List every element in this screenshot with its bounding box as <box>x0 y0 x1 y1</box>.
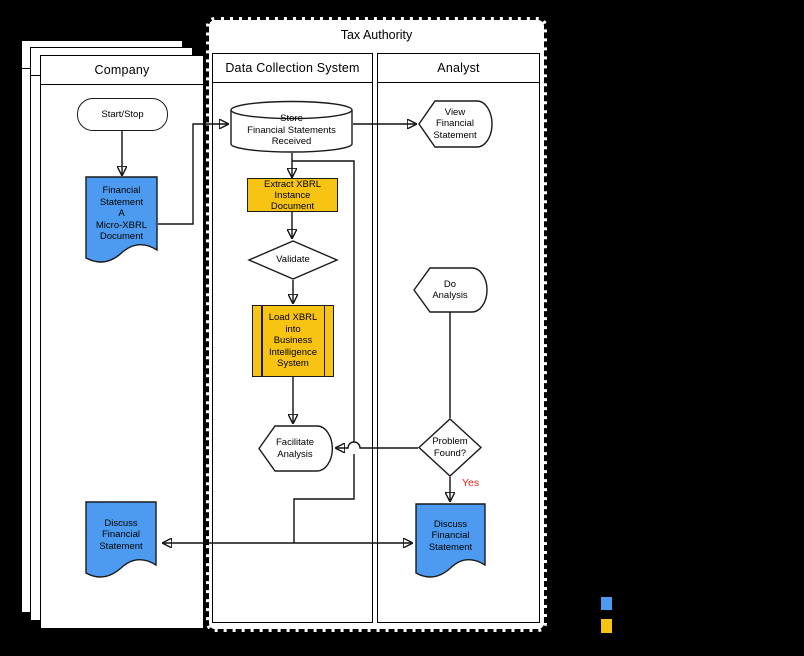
extract-label: Extract XBRL Instance Document <box>263 178 322 212</box>
load-node: Load XBRL into Business Intelligence Sys… <box>252 305 334 377</box>
tax-authority-title: Tax Authority <box>340 28 413 42</box>
yes-branch-label: Yes <box>462 477 480 489</box>
lane-analyst-header: Analyst <box>378 54 539 83</box>
discuss-company-label: Discuss Financial Statement <box>99 517 143 552</box>
lane-dcs-header: Data Collection System <box>213 54 372 83</box>
do-analysis-label: Do Analysis <box>432 278 468 302</box>
decision-diamond-shape <box>417 418 483 477</box>
display-shape <box>418 100 493 148</box>
legend-blue-swatch <box>601 597 612 610</box>
document-shape <box>85 176 158 263</box>
financial-statement-node: Financial Statement A Micro-XBRL Documen… <box>85 176 158 266</box>
do-analysis-node: Do Analysis <box>413 267 488 313</box>
start-stop-node: Start/Stop <box>77 98 168 131</box>
database-cylinder-shape <box>230 100 353 153</box>
problem-found-node: Problem Found? <box>417 418 483 477</box>
facilitate-label: Facilitate Analysis <box>275 437 314 460</box>
financial-statement-label: Financial Statement A Micro-XBRL Documen… <box>95 185 148 243</box>
validate-node: Validate <box>247 240 339 280</box>
document-shape <box>415 503 486 578</box>
predefined-process-bar <box>261 306 263 376</box>
view-node: View Financial Statement <box>418 100 493 148</box>
discuss-company-node: Discuss Financial Statement <box>85 501 157 581</box>
document-shape <box>85 501 157 578</box>
store-node: Store Financial Statements Received <box>230 100 353 153</box>
discuss-analyst-label: Discuss Financial Statement <box>428 518 473 553</box>
legend-yellow-swatch <box>601 619 612 633</box>
view-label: View Financial Statement <box>433 106 477 141</box>
store-label: Store Financial Statements Received <box>247 113 336 148</box>
start-stop-label: Start/Stop <box>101 108 144 120</box>
lane-company-header: Company <box>41 56 203 85</box>
extract-node: Extract XBRL Instance Document <box>247 178 338 212</box>
facilitate-node: Facilitate Analysis <box>258 425 334 472</box>
load-label: Load XBRL into Business Intelligence Sys… <box>268 312 318 370</box>
display-shape <box>413 267 488 313</box>
problem-found-label: Problem Found? <box>432 436 468 459</box>
discuss-analyst-node: Discuss Financial Statement <box>415 503 486 581</box>
validate-label: Validate <box>276 254 310 266</box>
